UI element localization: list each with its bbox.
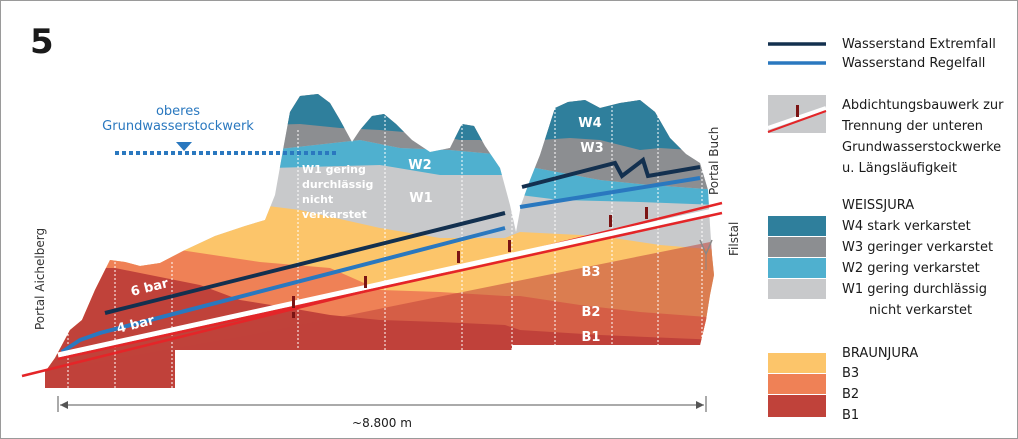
- seal-marker: [292, 312, 295, 318]
- label-w4: W4: [578, 116, 601, 131]
- seal-marker: [457, 251, 460, 263]
- arrow-right-icon: [696, 401, 704, 409]
- groundwater-marker-icon: [176, 142, 192, 151]
- legend-weissjura-title: WEISSJURA: [842, 198, 914, 213]
- tunnel-red-line: [57, 211, 723, 361]
- legend-seal-marker: [796, 105, 799, 117]
- portal-buch-label: Portal Buch: [707, 127, 721, 195]
- arrow-left-icon: [60, 401, 68, 409]
- legend-w4-text: W4 stark verkarstet: [842, 219, 971, 234]
- legend-extreme-text: Wasserstand Extremfall: [842, 37, 996, 52]
- legend-seal-text-1: Abdichtungsbauwerk zur: [842, 98, 1004, 113]
- label-b3: B3: [582, 265, 601, 280]
- filstal-label: Filstal: [727, 222, 741, 256]
- water-level-extreme-right: [521, 156, 701, 189]
- legend-w1-text-1: W1 gering durchlässig: [842, 282, 987, 297]
- legend-seal-text-2: Trennung der unteren: [841, 119, 983, 134]
- legend-braunjura-title: BRAUNJURA: [842, 346, 918, 361]
- portal-aichelberg-label: Portal Aichelberg: [33, 228, 47, 330]
- seal-marker: [508, 240, 511, 252]
- layer-w2-area: [270, 140, 714, 205]
- label-w3: W3: [580, 141, 603, 156]
- oberes-label-1: oberes: [156, 104, 200, 119]
- distance-label: ~8.800 m: [352, 416, 412, 430]
- water-level-regular-left: [60, 226, 506, 354]
- legend-b2-text: B2: [842, 387, 859, 402]
- water-level-extreme-left: [104, 211, 506, 315]
- legend-b1-swatch: [768, 395, 826, 417]
- tunnel-white-band: [57, 206, 723, 358]
- label-b1: B1: [582, 330, 601, 345]
- label-w1: W1: [409, 191, 432, 206]
- legend-b2-swatch: [768, 374, 826, 394]
- water-level-regular-right: [519, 176, 701, 209]
- label-b2: B2: [582, 305, 601, 320]
- seal-marker: [609, 215, 612, 227]
- sealing-structures: [292, 207, 648, 318]
- w1-note-2: durchlässig: [302, 178, 373, 191]
- w1-note-4: verkarstet: [302, 208, 367, 221]
- seal-marker: [645, 207, 648, 219]
- label-w2: W2: [408, 158, 431, 173]
- legend-b3-text: B3: [842, 366, 859, 381]
- legend-b3-swatch: [768, 353, 826, 373]
- w1-note-1: W1 gering: [302, 163, 366, 176]
- borehole-lines: [67, 102, 703, 388]
- figure-number: 5: [30, 22, 54, 62]
- legend-w2-swatch: [768, 258, 826, 278]
- legend-seal-text-4: u. Längsläufigkeit: [842, 161, 957, 176]
- seal-marker: [292, 296, 295, 308]
- legend-w3-text: W3 geringer verkarstet: [842, 240, 993, 255]
- legend-w3-swatch: [768, 237, 826, 257]
- legend-w2-text: W2 gering verkarstet: [842, 261, 980, 276]
- oberes-label-2: Grundwasserstockwerk: [102, 119, 254, 134]
- w1-note-3: nicht: [302, 193, 333, 206]
- legend-w1-swatch: [768, 279, 826, 299]
- legend-regular-text: Wasserstand Regelfall: [842, 56, 985, 71]
- legend-w4-swatch: [768, 216, 826, 236]
- seal-marker: [364, 276, 367, 288]
- legend-w1-text-2: nicht verkarstet: [869, 303, 972, 318]
- legend-b1-text: B1: [842, 408, 859, 423]
- legend: Wasserstand Extremfall Wasserstand Regel…: [767, 37, 1004, 423]
- legend-seal-text-3: Grundwasserstockwerke: [842, 140, 1001, 155]
